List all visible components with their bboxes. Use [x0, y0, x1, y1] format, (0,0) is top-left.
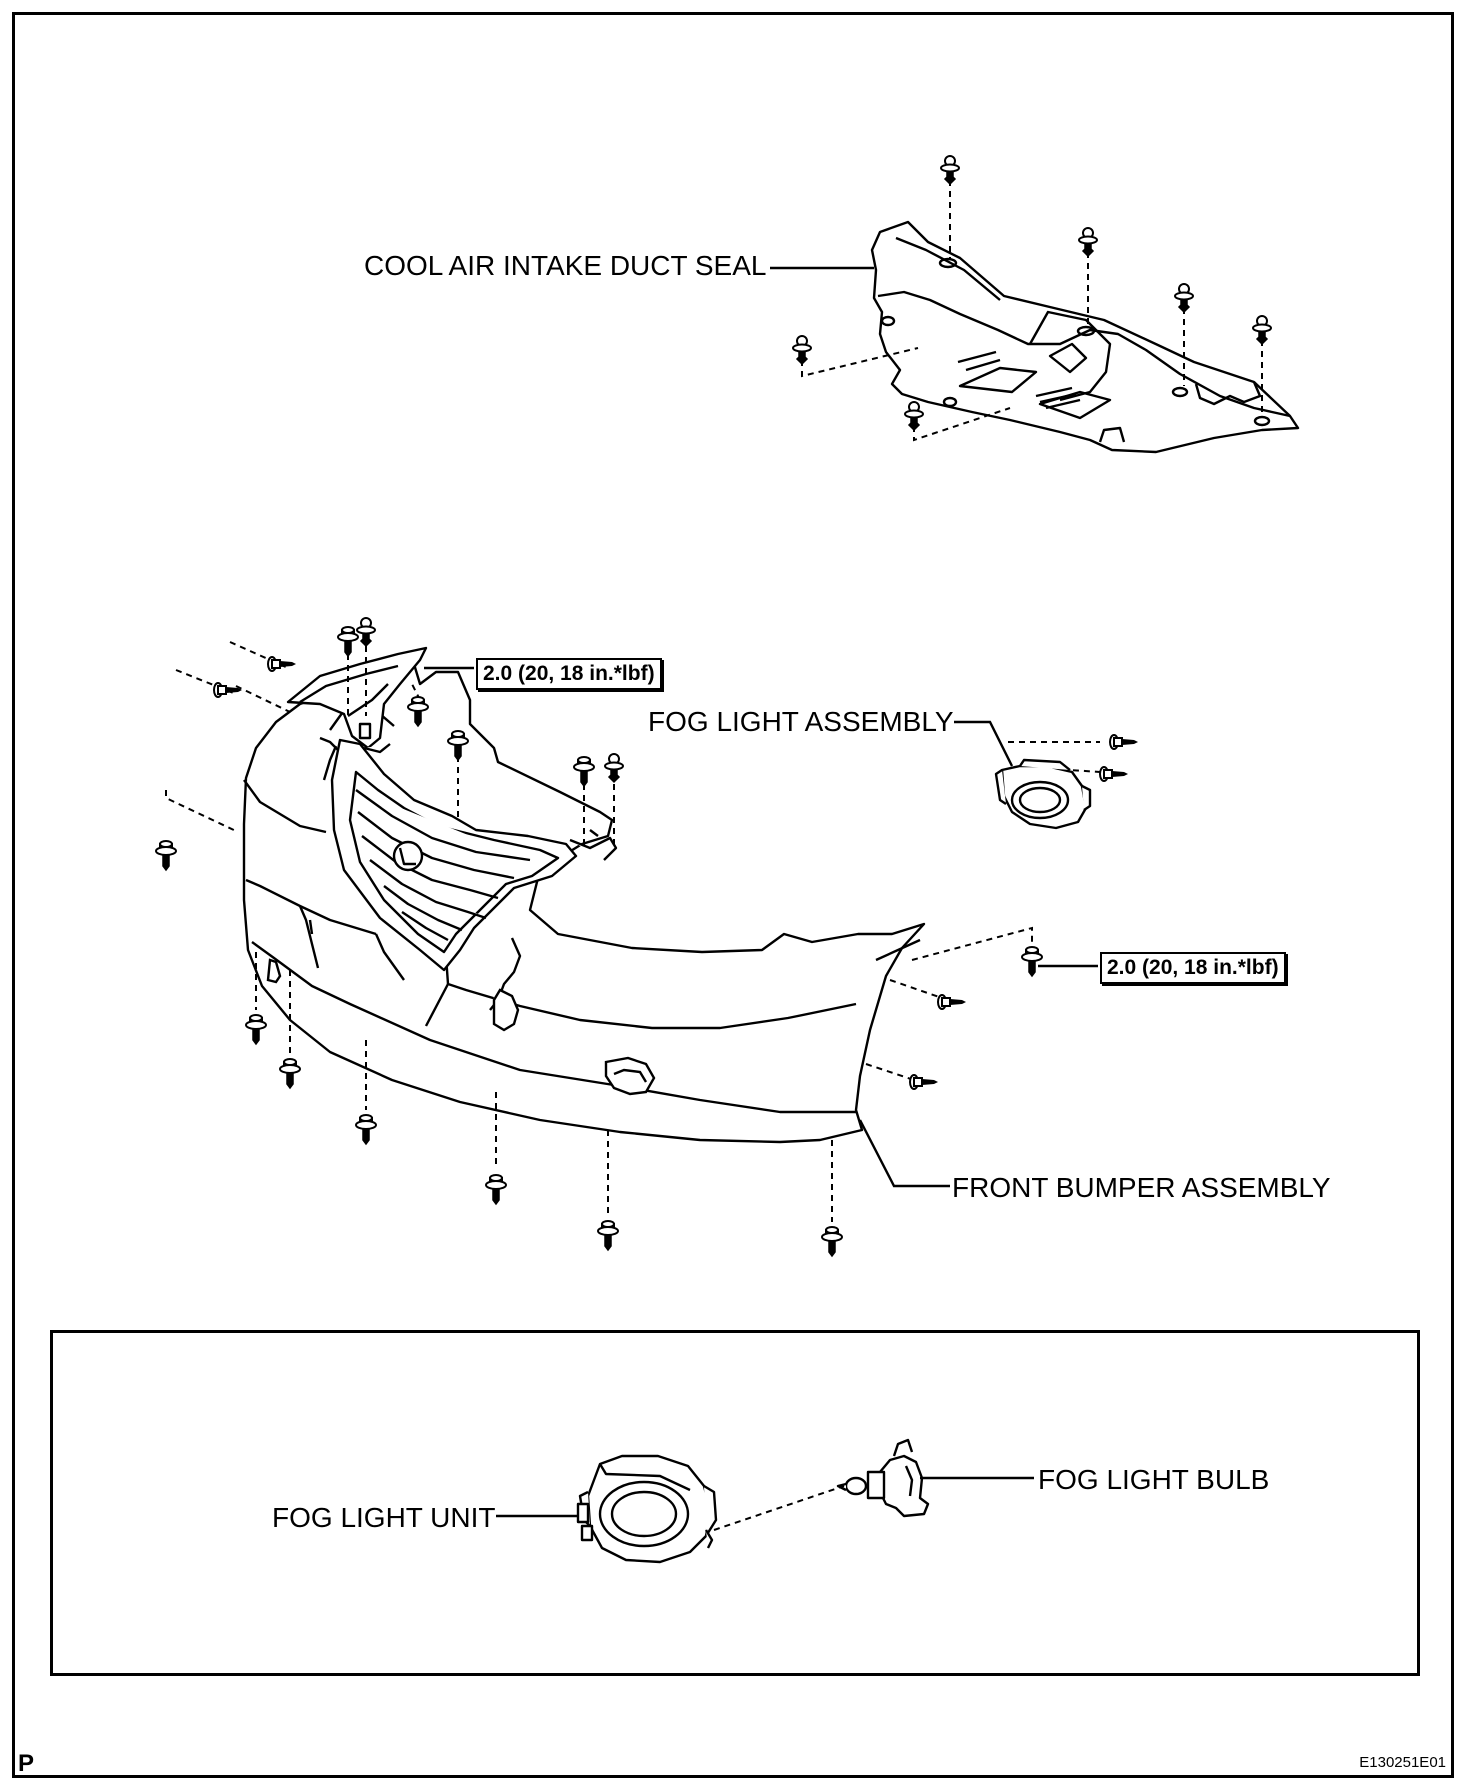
fog-light-assembly-label: FOG LIGHT ASSEMBLY	[648, 706, 954, 737]
fog-light-bulb-label: FOG LIGHT BULB	[1038, 1464, 1270, 1495]
fog-assembly-leader	[954, 720, 1014, 767]
bulb-insert-line	[713, 1485, 845, 1531]
page-letter: P	[18, 1750, 35, 1777]
outer-frame	[12, 12, 1454, 1778]
fog-light-detail-frame	[50, 1330, 1420, 1676]
bumper-leader-lines	[424, 666, 1098, 1188]
front-bumper-assembly-label: FRONT BUMPER ASSEMBLY	[952, 1172, 1331, 1203]
figure-code: E130251E01	[1359, 1754, 1446, 1771]
fog-light-fasteners	[1099, 734, 1139, 782]
fog-light-bulb-drawing	[836, 1438, 930, 1518]
fog-light-unit-label: FOG LIGHT UNIT	[272, 1502, 496, 1533]
cool-air-intake-duct-seal-drawing	[870, 220, 1300, 454]
front-bumper-drawing	[242, 662, 926, 1144]
torque-spec-upper: 2.0 (20, 18 in.*lbf)	[476, 658, 662, 690]
bumper-upper-bracket	[286, 646, 618, 861]
fog-light-assembly-drawing	[994, 758, 1092, 830]
cool-air-intake-duct-seal-label: COOL AIR INTAKE DUCT SEAL	[364, 250, 767, 281]
inset-leader-lines	[496, 1476, 1034, 1518]
grille-drawing	[322, 738, 578, 972]
bumper-fog-hole	[266, 958, 656, 1096]
torque-spec-right: 2.0 (20, 18 in.*lbf)	[1100, 952, 1286, 984]
fog-light-unit-drawing	[576, 1454, 718, 1564]
bumper-fastener-leaders	[165, 641, 1101, 1222]
